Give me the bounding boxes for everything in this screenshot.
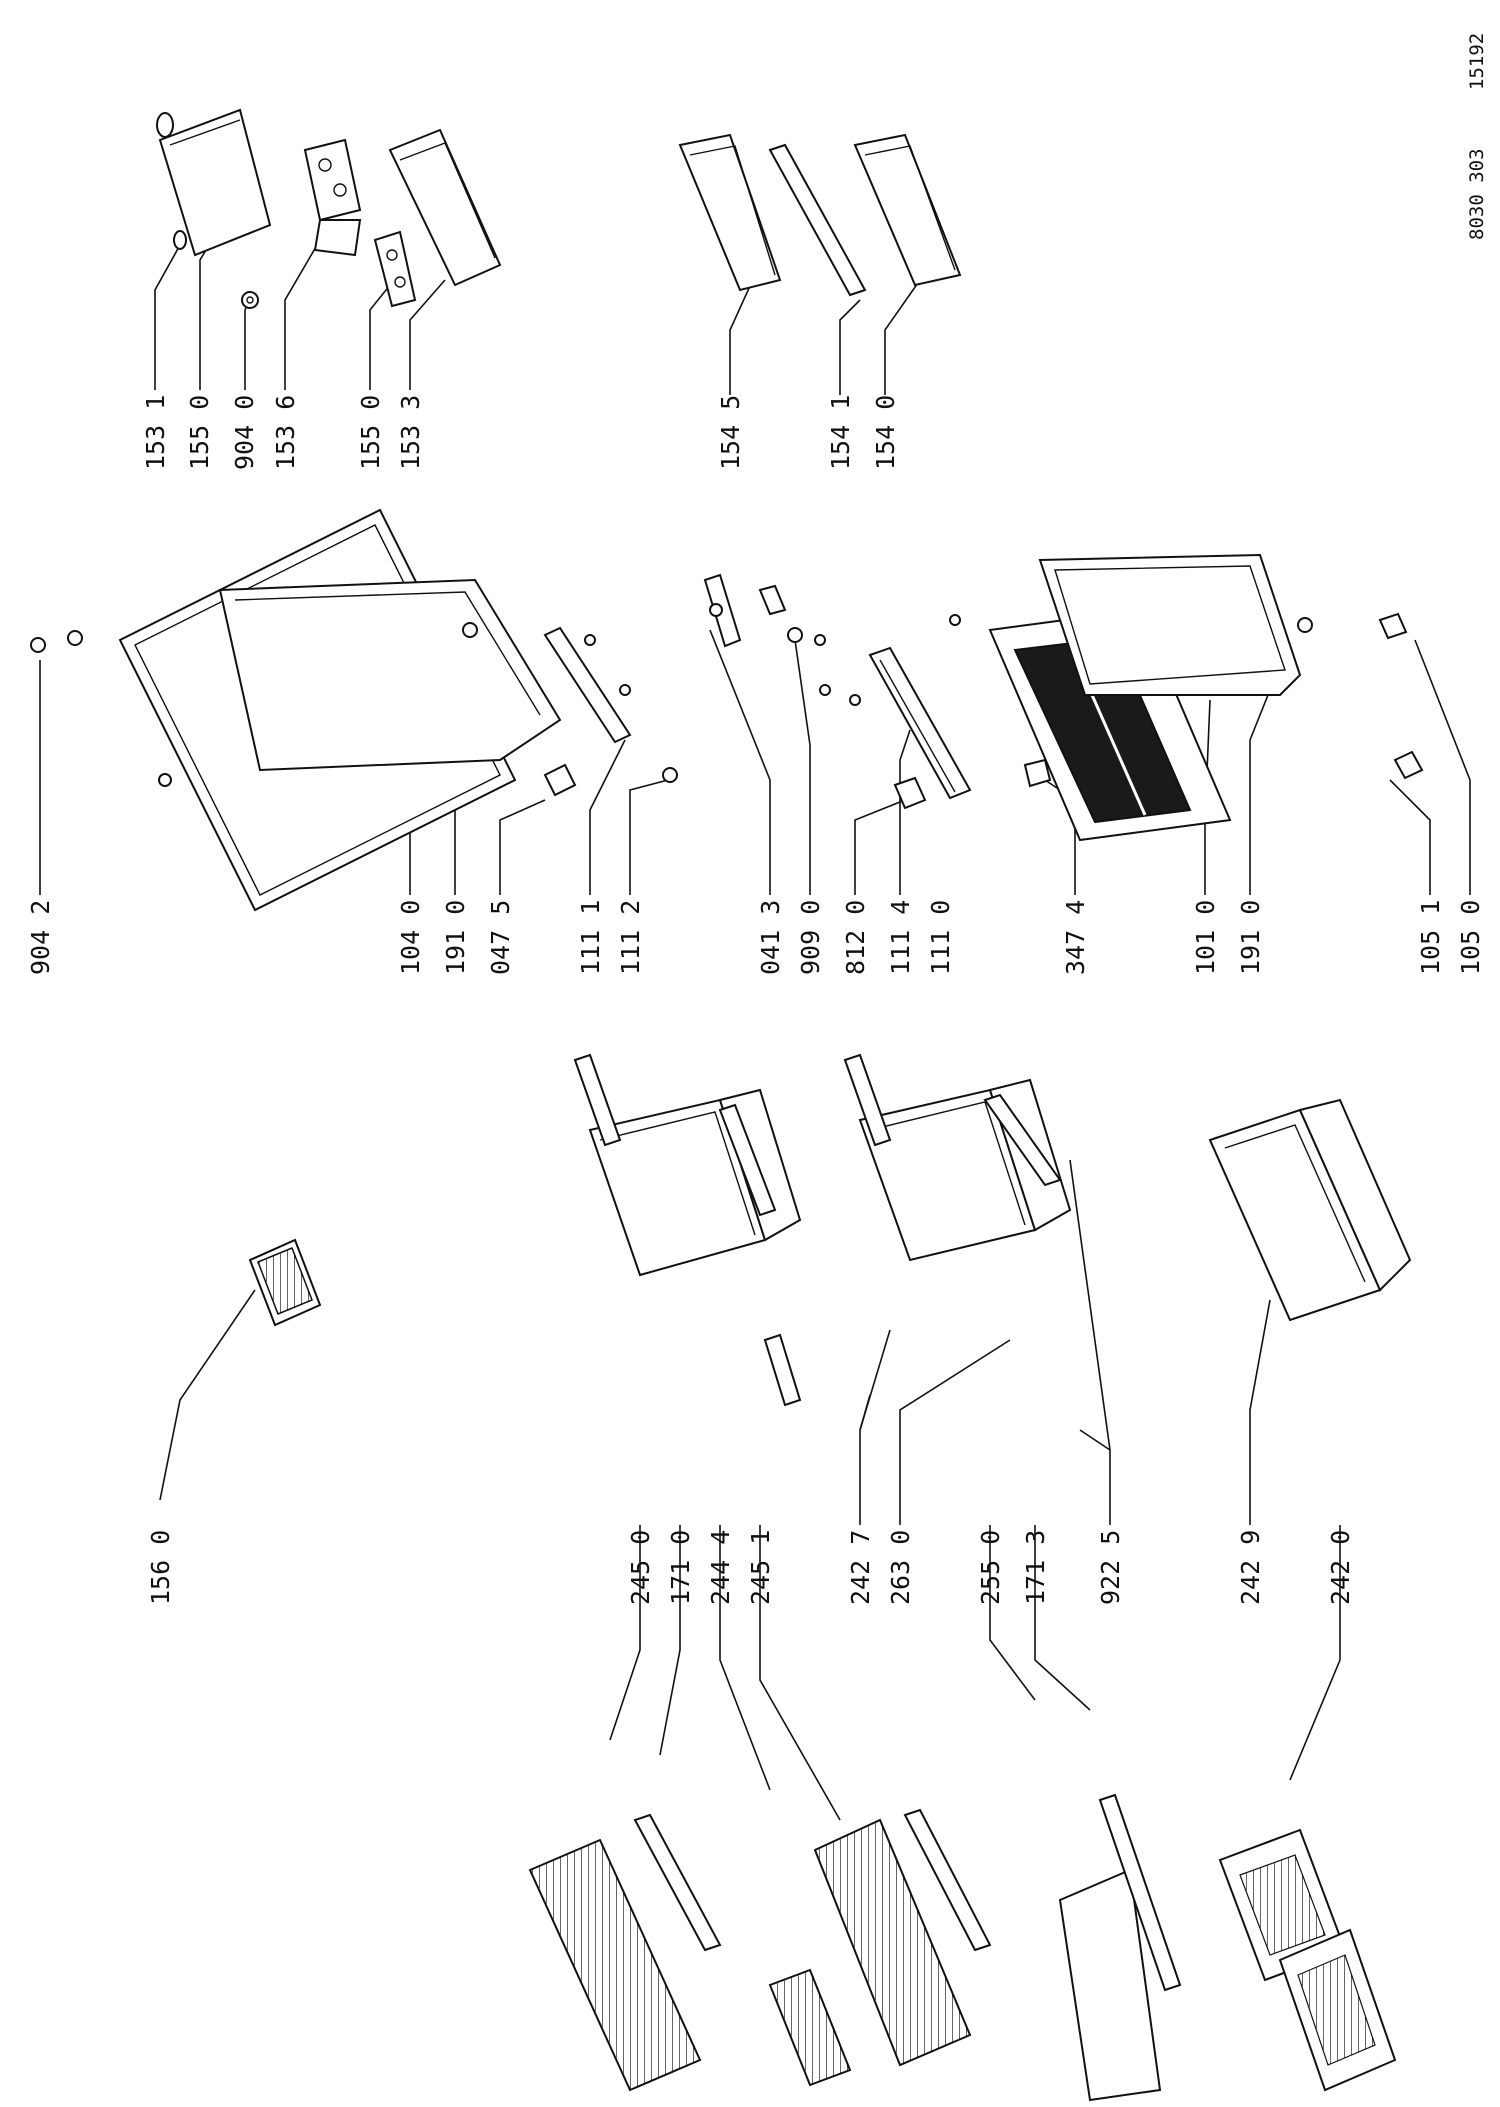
part-242-0-small-drawer-b <box>1278 1928 1397 2092</box>
part-154-1-shelf-rail <box>768 143 867 297</box>
doc-code: 8030 303 <box>1466 148 1488 240</box>
part-label: 244 4 <box>706 1530 735 1605</box>
part-label: 245 0 <box>626 1530 655 1605</box>
part-label: 111 0 <box>926 900 955 975</box>
part-label: 191 0 <box>1236 900 1265 975</box>
part-label: 154 1 <box>826 395 855 470</box>
part-171-3-trim-strip <box>903 1808 992 1952</box>
part-155-0-egg-tray-b <box>373 230 417 308</box>
part-label: 155 0 <box>356 395 385 470</box>
part-label: 171 0 <box>666 1530 695 1605</box>
part-153-1-clip <box>173 230 187 250</box>
part-label: 191 0 <box>441 900 470 975</box>
part-154-0-door-shelf <box>853 133 962 287</box>
part-label: 154 0 <box>871 395 900 470</box>
part-111-2-end-cap <box>584 634 678 783</box>
part-label: 155 0 <box>185 395 214 470</box>
part-label: 242 0 <box>1326 1530 1355 1605</box>
part-047-5-bracket <box>543 763 577 797</box>
part-label: 153 1 <box>141 395 170 470</box>
part-191-0-shelf-frame <box>218 578 562 772</box>
part-812-0-pin <box>758 584 831 696</box>
part-label: 347 4 <box>1061 900 1090 975</box>
part-labels: 153 1 155 0 904 0 153 6 155 0 153 3 154 … <box>26 395 1485 1605</box>
part-111-1-front-strip <box>543 626 632 744</box>
part-label: 242 9 <box>1236 1530 1265 1605</box>
part-label: 111 2 <box>616 900 645 975</box>
part-041-3-hinge <box>703 573 742 648</box>
part-label: 153 6 <box>271 395 300 470</box>
part-153-6-divider <box>313 219 362 257</box>
part-255-0-glass-plate <box>1058 1868 1162 2102</box>
part-label: 171 3 <box>1021 1530 1050 1605</box>
part-105-1-cap <box>1393 750 1424 780</box>
part-245-0-grill-shelf <box>528 1838 702 2092</box>
part-904-0-screw <box>241 291 259 309</box>
document-header: 8030 303 15192 <box>1466 33 1488 240</box>
part-154-5-door-shelf <box>678 133 782 292</box>
part-155-0-egg-tray-a <box>303 138 362 222</box>
part-347-4-clip <box>949 614 1052 788</box>
part-label: 105 0 <box>1456 900 1485 975</box>
sheet-number: 15192 <box>1466 33 1488 90</box>
part-label: 812 0 <box>841 900 870 975</box>
part-label: 904 0 <box>230 395 259 470</box>
part-label: 263 0 <box>886 1530 915 1605</box>
part-label: 153 3 <box>396 395 425 470</box>
part-label: 255 0 <box>976 1530 1005 1605</box>
part-label: 904 2 <box>26 900 55 975</box>
part-255-0-side-strip <box>1098 1793 1182 1992</box>
part-label: 242 7 <box>846 1530 875 1605</box>
part-label: 156 0 <box>146 1530 175 1605</box>
part-111-4-clip <box>849 694 927 810</box>
leader-lines <box>39 234 1471 1821</box>
part-909-0-screw <box>787 627 826 646</box>
part-171-0-trim-strip <box>633 1813 722 1952</box>
part-922-5-rail <box>843 1053 1062 1187</box>
part-label: 101 0 <box>1191 900 1220 975</box>
part-242-7-crisper-upper <box>588 1088 802 1277</box>
part-263-0-side-rail <box>763 1333 802 1407</box>
part-105-0-cap <box>1378 612 1408 640</box>
part-263-0-rail <box>573 1053 777 1217</box>
part-label: 245 1 <box>746 1530 775 1605</box>
part-245-1-grill-shelf <box>813 1818 972 2067</box>
part-153-3-door-shelf <box>388 128 502 287</box>
part-242-0-small-drawer-a <box>1218 1828 1347 1982</box>
part-label: 105 1 <box>1416 900 1445 975</box>
part-242-9-drawer <box>1208 1098 1412 1322</box>
part-label: 041 3 <box>756 900 785 975</box>
part-label: 154 5 <box>716 395 745 470</box>
part-label: 909 0 <box>796 900 825 975</box>
part-label: 922 5 <box>1096 1530 1125 1605</box>
part-label: 111 1 <box>576 900 605 975</box>
part-label: 047 5 <box>486 900 515 975</box>
part-111-0-front-strip <box>868 646 972 800</box>
part-244-4-small-grill <box>768 1968 852 2087</box>
part-label: 111 4 <box>886 900 915 975</box>
part-156-0-ice-tray <box>248 1238 322 1327</box>
part-904-2-screw <box>30 630 83 653</box>
part-191-0-glass-frame <box>1038 553 1313 696</box>
part-label: 104 0 <box>396 900 425 975</box>
part-155-0-butter-lid <box>156 108 272 257</box>
